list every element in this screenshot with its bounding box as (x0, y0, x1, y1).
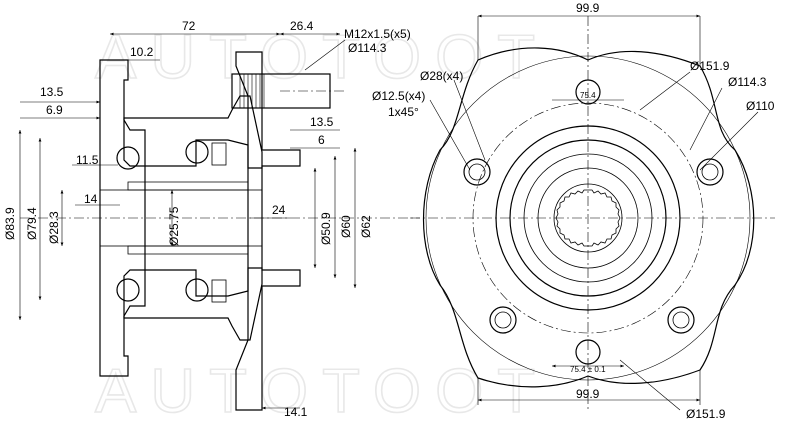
dim-75-4: 75.4 (580, 91, 596, 100)
stud-hole-bottom-left (489, 306, 517, 334)
bearing-ball-top-left (116, 146, 140, 170)
bearing-ball-bottom-left (116, 278, 140, 302)
dim-28-3: Ø28.3 (47, 211, 61, 244)
dim-99-9-bottom: 99.9 (576, 387, 600, 401)
dim-14: 14 (84, 192, 98, 206)
stud-hole-bottom-right (667, 306, 695, 334)
dim-24: 24 (272, 203, 286, 217)
dim-13-5-left: 13.5 (40, 85, 64, 99)
dim-25-75: Ø25.75 (167, 206, 181, 246)
dim-79-4: Ø79.4 (25, 207, 39, 240)
dim-thread: M12x1.5(x5) (344, 27, 411, 41)
dim-151-9-top: Ø151.9 (690, 59, 730, 73)
stud-hole-top-left (463, 158, 491, 186)
dim-12-5x4: Ø12.5(x4) (372, 89, 425, 103)
seal-bottom (211, 279, 227, 303)
dim-10-2: 10.2 (130, 45, 154, 59)
spline-bore (127, 181, 249, 255)
dim-151-9-bottom: Ø151.9 (686, 407, 726, 421)
dim-6: 6 (318, 133, 325, 147)
dim-114-3: Ø114.3 (728, 75, 767, 89)
dim-83-9: Ø83.9 (3, 207, 17, 240)
dim-11-5: 11.5 (76, 153, 99, 167)
dim-6-9: 6.9 (46, 103, 63, 117)
front-view: 99.9 Ø151.9 Ø28(x4) 75.4 Ø114.3 Ø12.5(x4… (372, 1, 775, 421)
watermark-bottom: AUTOTOOT (95, 357, 549, 426)
dim-pcd-114-3: Ø114.3 (348, 41, 387, 55)
stud-hole-top-right (696, 158, 724, 186)
dim-28x4: Ø28(x4) (420, 69, 463, 83)
seal-top (211, 142, 227, 166)
dim-50-9: Ø50.9 (319, 212, 333, 245)
dim-72: 72 (182, 19, 196, 33)
dim-110: Ø110 (746, 99, 775, 113)
disc-flange-section (235, 51, 301, 411)
side-section-view: 72 26.4 M12x1.5(x5) Ø114.3 10.2 13.5 6.9… (3, 19, 420, 419)
dim-14-1: 14.1 (284, 405, 308, 419)
dim-26-4: 26.4 (290, 19, 314, 33)
dim-62: Ø62 (359, 215, 373, 238)
dim-chamfer: 1x45° (388, 105, 419, 119)
dim-60: Ø60 (339, 215, 353, 238)
bearing-ball-bottom-right (185, 278, 209, 302)
dim-13-5-right: 13.5 (310, 115, 334, 129)
bearing-ball-top-right (185, 140, 209, 164)
dim-75-4-tol: 75.4 ± 0.1 (570, 365, 606, 374)
flange-section (99, 59, 146, 377)
dim-99-9-top: 99.9 (576, 1, 600, 15)
